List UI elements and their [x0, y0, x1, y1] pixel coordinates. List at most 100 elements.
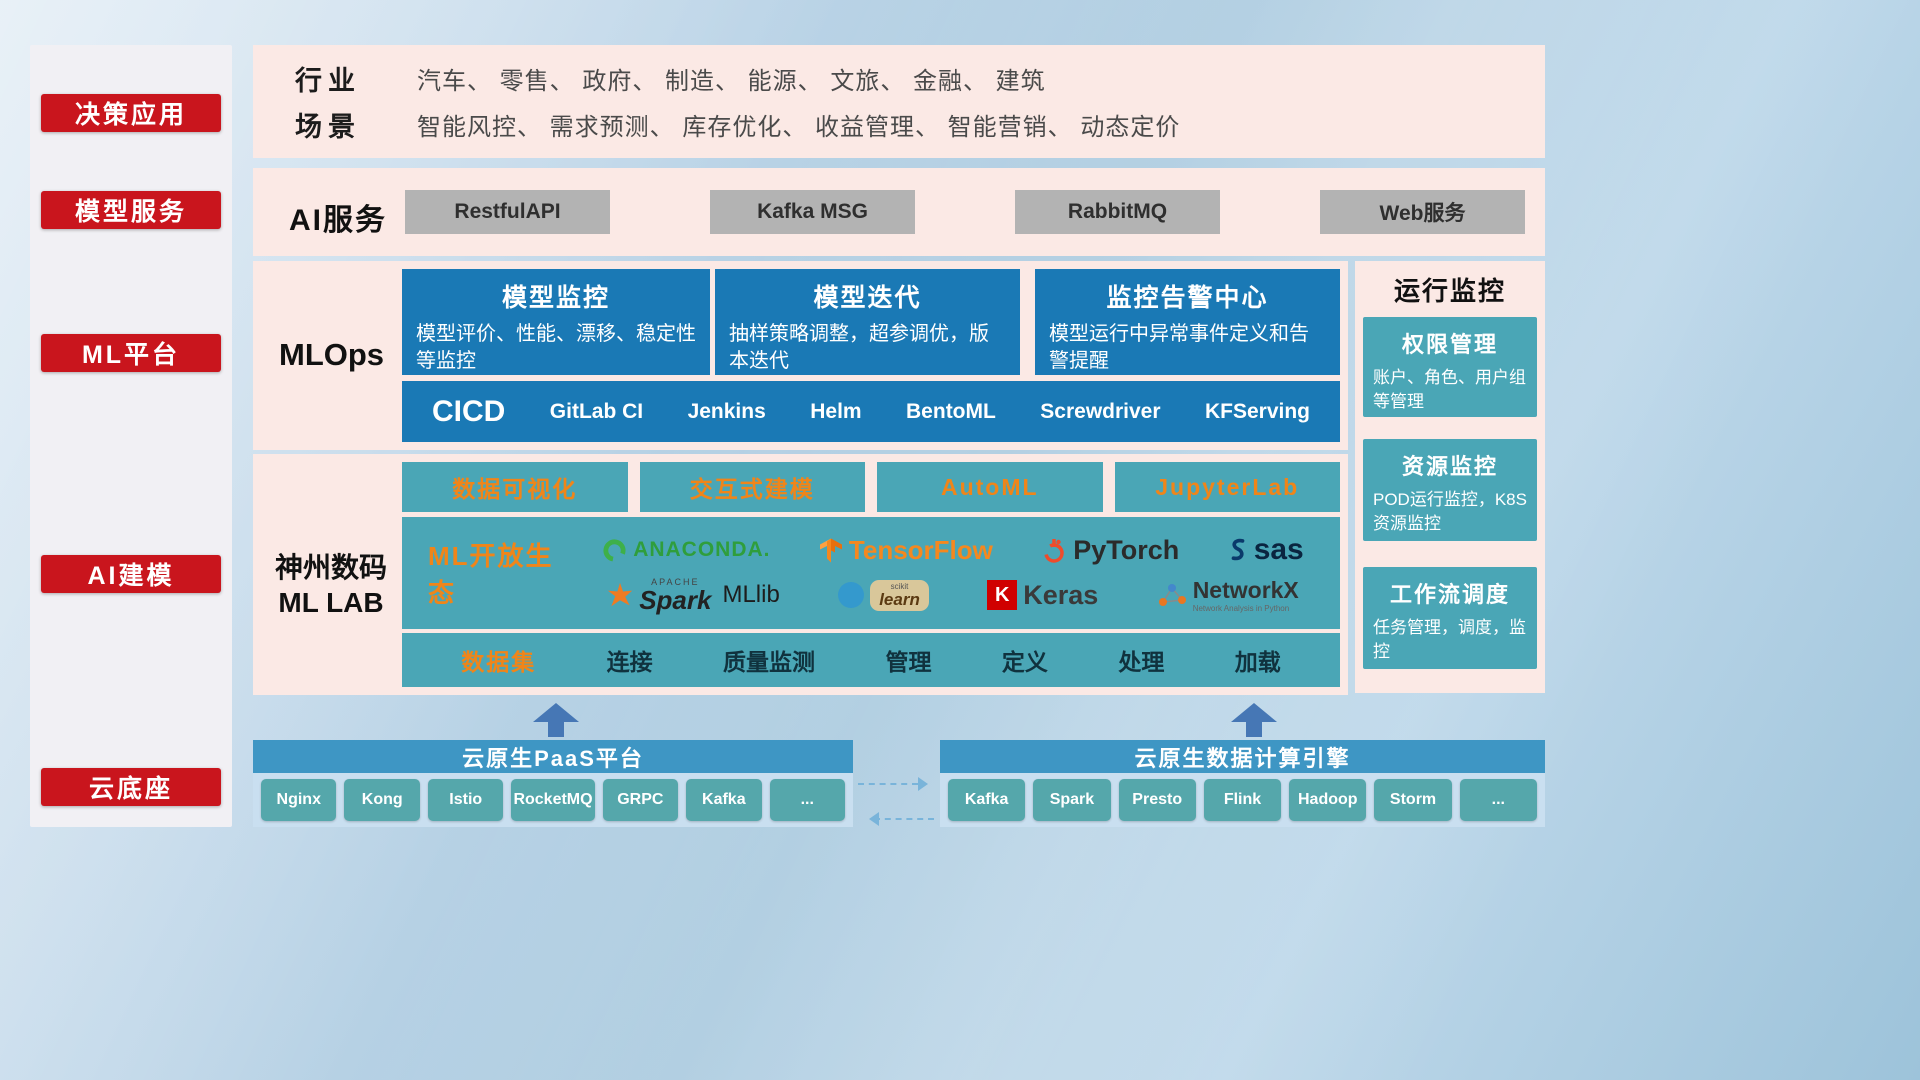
cicd-tool-bentoml: BentoML [906, 399, 996, 423]
chip-nginx: Nginx [261, 779, 337, 821]
scikit-learn-badge: scikit learn [870, 579, 929, 611]
tool-interactive-modeling: 交互式建模 [639, 462, 865, 512]
card-desc: 任务管理，调度，监控 [1373, 618, 1526, 661]
pipeline-step-define: 定义 [1001, 649, 1048, 675]
eco-label: ML开放生态 [428, 541, 554, 608]
card-title: 监控告警中心 [1106, 284, 1269, 312]
card-desc: POD运行监控，K8S资源监控 [1373, 490, 1527, 533]
chip-web-service: Web服务 [1320, 190, 1525, 234]
dataset-label: 数据集 [461, 649, 537, 675]
ai-service-panel: AI服务 RestfulAPI Kafka MSG RabbitMQ Web服务 [253, 168, 1545, 256]
scikit-text: scikit [890, 581, 909, 591]
pipeline-step-quality: 质量监测 [723, 649, 816, 675]
mlops-label: MLOps [279, 337, 385, 372]
arrow-head [1231, 703, 1277, 722]
anaconda-text: ANACONDA. [633, 538, 771, 562]
arrow-shaft [548, 722, 564, 737]
scikit-learn-icon [838, 582, 865, 609]
sidebar-item-decision-application: 决策应用 [41, 94, 221, 132]
scene-label: 场景 [295, 112, 361, 143]
eco-row-1: ANACONDA. TensorFlow [578, 533, 1328, 567]
cicd-tool-screwdriver: Screwdriver [1040, 399, 1161, 423]
chip-flink: Flink [1203, 779, 1282, 821]
sidebar-item-ai-modeling: AI建模 [41, 555, 221, 593]
card-title: 模型迭代 [813, 284, 922, 312]
paas-platform-bar: 云原生PaaS平台 Nginx Kong Istio RocketMQ GRPC… [253, 740, 853, 827]
scene-row: 场景 智能风控、 需求预测、 库存优化、 收益管理、 智能营销、 动态定价 [253, 105, 1545, 144]
sidebar-item-ml-platform: ML平台 [41, 334, 221, 372]
eco-row-2: APACHE Spark MLlib scikit learn K [578, 577, 1328, 613]
chip-more: ... [769, 779, 846, 821]
tool-jupyterlab: JupyterLab [1114, 462, 1340, 512]
arrow-shaft [1246, 722, 1262, 737]
compute-bar-items: Kafka Spark Presto Flink Hadoop Storm ..… [940, 773, 1545, 827]
up-arrow-right [1231, 703, 1277, 739]
cicd-tool-helm: Helm [810, 399, 862, 423]
lab-tools-row: 数据可视化 交互式建模 AutoML JupyterLab [402, 462, 1340, 512]
dashed-arrow-left-head [862, 812, 879, 826]
paas-bar-items: Nginx Kong Istio RocketMQ GRPC Kafka ... [253, 773, 853, 827]
tensorflow-logo: TensorFlow [819, 535, 993, 566]
chip-rabbitmq: RabbitMQ [1015, 190, 1220, 234]
left-sidebar: 决策应用 模型服务 ML平台 AI建模 云底座 [30, 45, 232, 827]
chip-storm: Storm [1374, 779, 1452, 821]
sas-logo: sas [1228, 533, 1304, 567]
mllab-label-line2: ML LAB [278, 587, 384, 618]
card-desc: 模型评价、性能、漂移、稳定性等监控 [416, 323, 696, 372]
scene-list: 智能风控、 需求预测、 库存优化、 收益管理、 智能营销、 动态定价 [417, 114, 1181, 142]
chip-more: ... [1459, 779, 1537, 821]
pytorch-icon [1044, 539, 1065, 563]
cicd-bar: CICD GitLab CI Jenkins Helm BentoML Scre… [402, 381, 1340, 442]
chip-spark: Spark [1033, 779, 1111, 821]
card-title: 工作流调度 [1389, 582, 1510, 607]
pytorch-text: PyTorch [1073, 534, 1180, 565]
anaconda-logo: ANACONDA. [602, 538, 770, 563]
scikit-learn-logo: scikit learn [838, 579, 929, 611]
sas-icon [1231, 538, 1245, 561]
keras-text: Keras [1023, 579, 1099, 610]
card-desc: 模型运行中异常事件定义和告警提醒 [1049, 323, 1309, 372]
keras-logo: K Keras [987, 580, 1098, 611]
paas-bar-title: 云原生PaaS平台 [253, 740, 853, 773]
card-model-monitoring: 模型监控 模型评价、性能、漂移、稳定性等监控 [402, 269, 710, 375]
industry-row: 行业 汽车、 零售、 政府、 制造、 能源、 文旅、 金融、 建筑 [253, 59, 1545, 98]
pipeline-step-load: 加载 [1234, 649, 1281, 675]
card-title: 资源监控 [1401, 454, 1498, 479]
card-resource-monitoring: 资源监控 POD运行监控，K8S资源监控 [1363, 439, 1537, 541]
industry-label: 行业 [295, 65, 361, 96]
spark-icon [608, 582, 633, 607]
dashed-arrow-right-line [858, 783, 918, 785]
chip-restfulapi: RestfulAPI [405, 190, 610, 234]
spark-text: Spark [639, 584, 712, 615]
chip-kong: Kong [344, 779, 420, 821]
networkx-text: NetworkX [1192, 577, 1299, 604]
pytorch-logo: PyTorch [1041, 535, 1179, 566]
tool-data-visualization: 数据可视化 [402, 462, 628, 512]
eco-logos: ANACONDA. TensorFlow [578, 517, 1340, 629]
dashed-arrow-left-line [874, 818, 934, 820]
chip-istio: Istio [427, 779, 504, 821]
runtime-monitor-panel: 运行监控 权限管理 账户、角色、用户组等管理 资源监控 POD运行监控，K8S资… [1355, 261, 1545, 693]
tool-automl: AutoML [877, 462, 1103, 512]
card-alert-center: 监控告警中心 模型运行中异常事件定义和告警提醒 [1035, 269, 1340, 375]
industry-scene-panel: 行业 汽车、 零售、 政府、 制造、 能源、 文旅、 金融、 建筑 场景 智能风… [253, 45, 1545, 158]
dashed-arrow-right-head [918, 777, 935, 791]
card-model-iteration: 模型迭代 抽样策略调整，超参调优，版本迭代 [715, 269, 1020, 375]
chip-kafka: Kafka [948, 779, 1026, 821]
cicd-tool-kfserving: KFServing [1204, 399, 1310, 423]
industry-list: 汽车、 零售、 政府、 制造、 能源、 文旅、 金融、 建筑 [417, 67, 1046, 95]
tensorflow-text: TensorFlow [848, 534, 993, 565]
runtime-monitor-title: 运行监控 [1393, 276, 1506, 306]
spark-mllib-logo: APACHE Spark MLlib [607, 577, 780, 615]
sidebar-item-cloud-base: 云底座 [41, 768, 221, 806]
chip-kafka-msg: Kafka MSG [710, 190, 915, 234]
networkx-subtitle: Network Analysis in Python [1192, 603, 1290, 613]
mllib-text: MLlib [722, 581, 780, 609]
spark-text-stack: APACHE Spark [639, 577, 712, 615]
dataset-pipeline-row: 数据集 连接 质量监测 管理 定义 处理 加载 [402, 633, 1340, 687]
keras-icon: K [987, 580, 1018, 611]
card-desc: 账户、角色、用户组等管理 [1373, 368, 1526, 411]
chip-grpc: GRPC [602, 779, 679, 821]
cicd-tool-jenkins: Jenkins [687, 399, 766, 423]
